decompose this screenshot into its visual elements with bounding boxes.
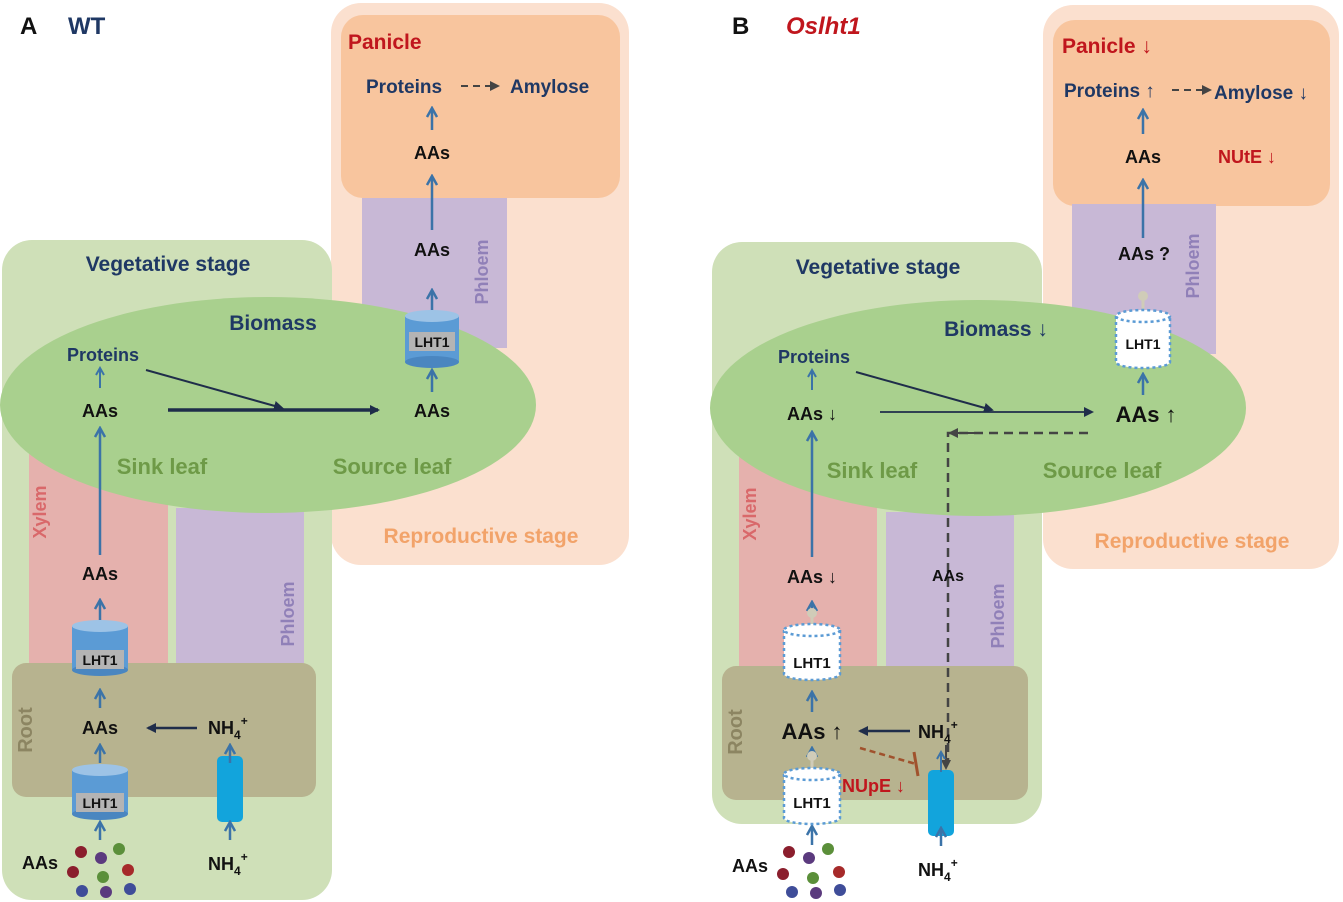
panel-b-root: Root bbox=[725, 709, 747, 755]
panel-b-genotype: Oslht1 bbox=[786, 13, 861, 40]
b-nh4-transporter-icon bbox=[928, 770, 954, 836]
panel-b-nh4-soil: NH4+ bbox=[918, 856, 958, 884]
panel-b-phloem-upper: Phloem bbox=[1183, 233, 1203, 298]
panel-b-panicle: Panicle ↓ bbox=[1062, 35, 1152, 58]
panel-b-lht1-phloem: LHT1 bbox=[1126, 336, 1161, 352]
panel-a-nh4-soil: NH4+ bbox=[208, 850, 248, 878]
b-inhibition-nupe bbox=[859, 746, 920, 777]
panel-a-aas-source: AAs bbox=[414, 401, 450, 421]
panel-a-biomass: Biomass bbox=[229, 312, 317, 335]
panel-a-nh4-soil-base: NH bbox=[208, 854, 234, 874]
panel-a-nh4-root-base: NH bbox=[208, 718, 234, 738]
panel-b-nh4-root-base: NH bbox=[918, 722, 944, 742]
panel-b-nh4-soil-sub: 4 bbox=[944, 870, 951, 884]
panel-b-lht1-root: LHT1 bbox=[793, 795, 831, 812]
panel-b-letter: B bbox=[732, 13, 749, 40]
panel-b-proteins-panicle: Proteins ↑ bbox=[1064, 81, 1155, 102]
panel-a-lht1-phloem: LHT1 bbox=[415, 334, 450, 350]
panel-a-aas-soil: AAs bbox=[22, 853, 58, 873]
panel-a-reproductive-stage: Reproductive stage bbox=[384, 525, 579, 548]
panel-a: A WT Panicle Proteins Amylose AAs AAs Ph… bbox=[0, 3, 629, 900]
panel-b-aas-root: AAs ↑ bbox=[781, 719, 842, 744]
panel-a-genotype: WT bbox=[68, 13, 106, 40]
panel-a-nh4-soil-sub: 4 bbox=[234, 864, 241, 878]
panel-a-vegetative-stage: Vegetative stage bbox=[86, 253, 251, 276]
panel-b-nh4-root-sup: + bbox=[951, 718, 958, 732]
panel-b-nh4-root-sub: 4 bbox=[944, 732, 951, 746]
b-panicle-region bbox=[1053, 20, 1330, 206]
panel-b-biomass: Biomass ↓ bbox=[944, 318, 1048, 341]
panel-b: B Oslht1 Panicle ↓ Proteins ↑ Amylose ↓ … bbox=[710, 5, 1339, 899]
b-lht1-transporter-phloem bbox=[1114, 291, 1172, 370]
b-arrow-proteins-to-source bbox=[855, 371, 994, 413]
panel-a-nh4-root: NH4+ bbox=[208, 714, 248, 742]
b-root-region bbox=[722, 666, 1028, 800]
panel-a-phloem-upper: Phloem bbox=[472, 239, 492, 304]
panel-b-aas-source: AAs ↑ bbox=[1115, 402, 1176, 427]
panel-a-aas-xylem: AAs bbox=[82, 564, 118, 584]
panel-a-lht1-xylem: LHT1 bbox=[83, 652, 118, 668]
lht1-transporter-root bbox=[72, 764, 128, 820]
panel-b-aas-phloem: AAs ? bbox=[1118, 244, 1170, 264]
b-lht1-transporter-xylem bbox=[782, 608, 842, 682]
soil-amino-acid-dots bbox=[67, 843, 136, 898]
panel-b-nh4-soil-sup: + bbox=[951, 856, 958, 870]
panel-a-proteins-leaf: Proteins bbox=[67, 345, 139, 365]
panel-b-nh4-root: NH4+ bbox=[918, 718, 958, 746]
panel-a-letter: A bbox=[20, 13, 37, 40]
panel-b-proteins-leaf: Proteins bbox=[778, 347, 850, 367]
root-region bbox=[12, 663, 316, 797]
panel-b-nh4-soil-base: NH bbox=[918, 860, 944, 880]
panel-b-reproductive-stage: Reproductive stage bbox=[1095, 530, 1290, 553]
panel-b-vegetative-stage: Vegetative stage bbox=[796, 256, 961, 279]
b-soil-amino-acid-dots bbox=[777, 843, 846, 899]
panel-b-aas-panicle: AAs bbox=[1125, 147, 1161, 167]
panel-a-source-leaf: Source leaf bbox=[333, 454, 452, 479]
panel-a-root: Root bbox=[15, 707, 37, 753]
panel-a-amylose: Amylose bbox=[510, 77, 589, 98]
panel-b-phloem-lower: Phloem bbox=[988, 583, 1008, 648]
b-lht1-transporter-root bbox=[782, 751, 842, 826]
panel-b-nupe: NUpE ↓ bbox=[842, 776, 905, 796]
panel-b-amylose: Amylose ↓ bbox=[1214, 83, 1308, 104]
panel-a-xylem: Xylem bbox=[30, 485, 50, 538]
panel-a-aas-panicle: AAs bbox=[414, 143, 450, 163]
panicle-region bbox=[341, 15, 620, 198]
panel-a-nh4-root-sup: + bbox=[241, 714, 248, 728]
panel-b-sink-leaf: Sink leaf bbox=[827, 458, 918, 483]
panel-b-aas-xylem: AAs ↓ bbox=[787, 567, 837, 587]
lht1-transporter-phloem bbox=[405, 310, 459, 368]
panel-a-lht1-root: LHT1 bbox=[83, 795, 118, 811]
panel-b-aas-sink: AAs ↓ bbox=[787, 404, 837, 424]
panel-a-proteins-panicle: Proteins bbox=[366, 77, 442, 98]
phloem-lower-region bbox=[176, 508, 304, 665]
panel-a-nh4-soil-sup: + bbox=[241, 850, 248, 864]
panel-b-lht1-xylem: LHT1 bbox=[793, 655, 831, 672]
b-leaf-ellipse bbox=[710, 300, 1246, 516]
arrow-proteins-to-source bbox=[145, 369, 284, 411]
panel-b-aas-soil: AAs bbox=[732, 856, 768, 876]
panel-a-aas-sink: AAs bbox=[82, 401, 118, 421]
panel-b-nute: NUtE ↓ bbox=[1218, 147, 1276, 167]
panel-a-phloem-lower: Phloem bbox=[278, 581, 298, 646]
panel-b-aas-phloem-lower: AAs bbox=[932, 568, 964, 585]
panel-a-nh4-root-sub: 4 bbox=[234, 728, 241, 742]
panel-b-xylem: Xylem bbox=[740, 487, 760, 540]
panel-a-panicle: Panicle bbox=[348, 31, 422, 54]
lht1-transporter-xylem bbox=[72, 620, 128, 676]
panel-a-aas-root: AAs bbox=[82, 718, 118, 738]
panel-a-aas-phloem: AAs bbox=[414, 240, 450, 260]
panel-a-sink-leaf: Sink leaf bbox=[117, 454, 208, 479]
panel-b-source-leaf: Source leaf bbox=[1043, 458, 1162, 483]
nh4-transporter-icon bbox=[217, 756, 243, 822]
b-phloem-lower-region bbox=[886, 512, 1014, 670]
